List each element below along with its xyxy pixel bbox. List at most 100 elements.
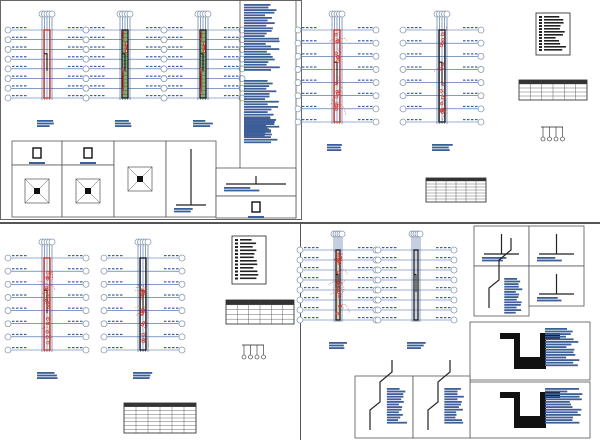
dimension-tick — [463, 53, 466, 55]
dimension-tick — [102, 56, 105, 58]
dimension-tick — [158, 95, 161, 97]
grid-bubble — [4, 280, 12, 288]
grid-bubble — [450, 266, 458, 274]
dimension-tick — [358, 66, 361, 68]
dimension-tick — [24, 75, 27, 77]
breaker-symbol — [248, 354, 253, 360]
note-line — [444, 403, 462, 406]
dimension-tick — [448, 287, 451, 289]
dimension-tick — [411, 79, 414, 81]
dimension-tick — [72, 56, 75, 58]
dimension-tick — [436, 287, 439, 289]
note-line — [545, 359, 580, 361]
dimension-tick — [90, 95, 93, 97]
dimension-tick — [436, 277, 439, 279]
circuit-line — [143, 337, 149, 348]
dimension-tick — [390, 257, 393, 259]
note-line — [244, 95, 270, 98]
dimension-tick — [68, 36, 71, 38]
note-line — [327, 149, 342, 151]
dimension-tick — [150, 27, 153, 29]
dimension-tick — [72, 85, 75, 87]
note-line — [545, 333, 571, 335]
dimension-tick — [448, 297, 451, 299]
note-line — [244, 136, 271, 138]
dimension-tick — [308, 277, 311, 279]
dimension-tick — [236, 56, 239, 58]
dimension-tick — [366, 40, 369, 42]
dimension-tick — [419, 53, 422, 55]
slab-plan-1 — [82, 10, 168, 127]
grid-bubble — [238, 75, 246, 82]
dimension-tick — [68, 347, 71, 349]
dimension-tick — [168, 307, 171, 309]
dimension-tick — [386, 247, 389, 249]
grid-bubble — [296, 286, 304, 294]
note-line — [545, 398, 582, 401]
dimension-tick — [362, 297, 365, 299]
note-line — [244, 6, 269, 9]
dimension-tick — [180, 95, 183, 97]
legend-text — [240, 260, 257, 262]
dimension-tick — [312, 277, 315, 279]
dimension-tick — [312, 287, 315, 289]
dimension-tick — [419, 40, 422, 42]
circuit-line — [329, 289, 341, 295]
dimension-tick — [94, 95, 97, 97]
grid-bubble — [178, 294, 186, 301]
pipe-isometric — [488, 238, 512, 308]
dimension-tick — [448, 267, 451, 269]
note-line — [504, 285, 519, 288]
grid-bubble — [204, 10, 212, 18]
grid-bubble — [82, 320, 90, 328]
grid-bubble — [399, 39, 407, 47]
note-line — [444, 414, 457, 416]
grid-bubble — [82, 65, 90, 73]
dimension-tick — [176, 46, 179, 48]
note-line — [244, 9, 277, 11]
dimension-tick — [16, 347, 19, 349]
note-line — [244, 56, 273, 58]
dimension-tick — [108, 281, 111, 283]
dimension-tick — [358, 92, 361, 94]
dimension-tick — [411, 105, 414, 108]
fixture-symbol — [440, 32, 445, 36]
circuit-line — [441, 80, 446, 85]
dimension-tick — [72, 333, 75, 336]
dimension-tick — [390, 287, 393, 289]
dimension-tick — [164, 347, 167, 349]
dimension-tick — [16, 307, 19, 309]
legend-text — [240, 270, 258, 273]
note-line — [244, 85, 270, 87]
outlet-legend — [231, 235, 267, 285]
grid-bubble — [443, 10, 451, 18]
dimension-tick — [440, 247, 443, 249]
dimension-tick — [68, 333, 71, 336]
dimension-tick — [16, 281, 19, 283]
exterior-wall — [199, 29, 207, 99]
dimension-tick — [316, 287, 319, 289]
dimension-tick — [68, 46, 71, 48]
grid-bubble — [296, 316, 304, 324]
dimension-tick — [419, 92, 422, 94]
dimension-tick — [116, 268, 119, 270]
grid-bubble — [4, 46, 12, 53]
dimension-tick — [236, 27, 239, 29]
dimension-tick — [168, 36, 171, 38]
note-line — [386, 406, 403, 408]
note-line — [224, 187, 251, 189]
dimension-tick — [12, 320, 15, 322]
dimension-tick — [316, 267, 319, 269]
fixture-symbol — [46, 340, 50, 345]
legend-symbol — [235, 256, 238, 259]
dimension-tick — [366, 105, 369, 108]
dimension-tick — [98, 56, 101, 58]
structural-detail-6 — [215, 167, 297, 197]
dimension-tick — [316, 277, 319, 279]
dimension-tick — [471, 27, 474, 29]
fixture-symbol — [440, 101, 444, 106]
note-line — [444, 419, 463, 421]
grid-bubble — [4, 320, 12, 328]
lighting-plan-1 — [294, 10, 380, 151]
grid-bubble — [4, 65, 12, 73]
